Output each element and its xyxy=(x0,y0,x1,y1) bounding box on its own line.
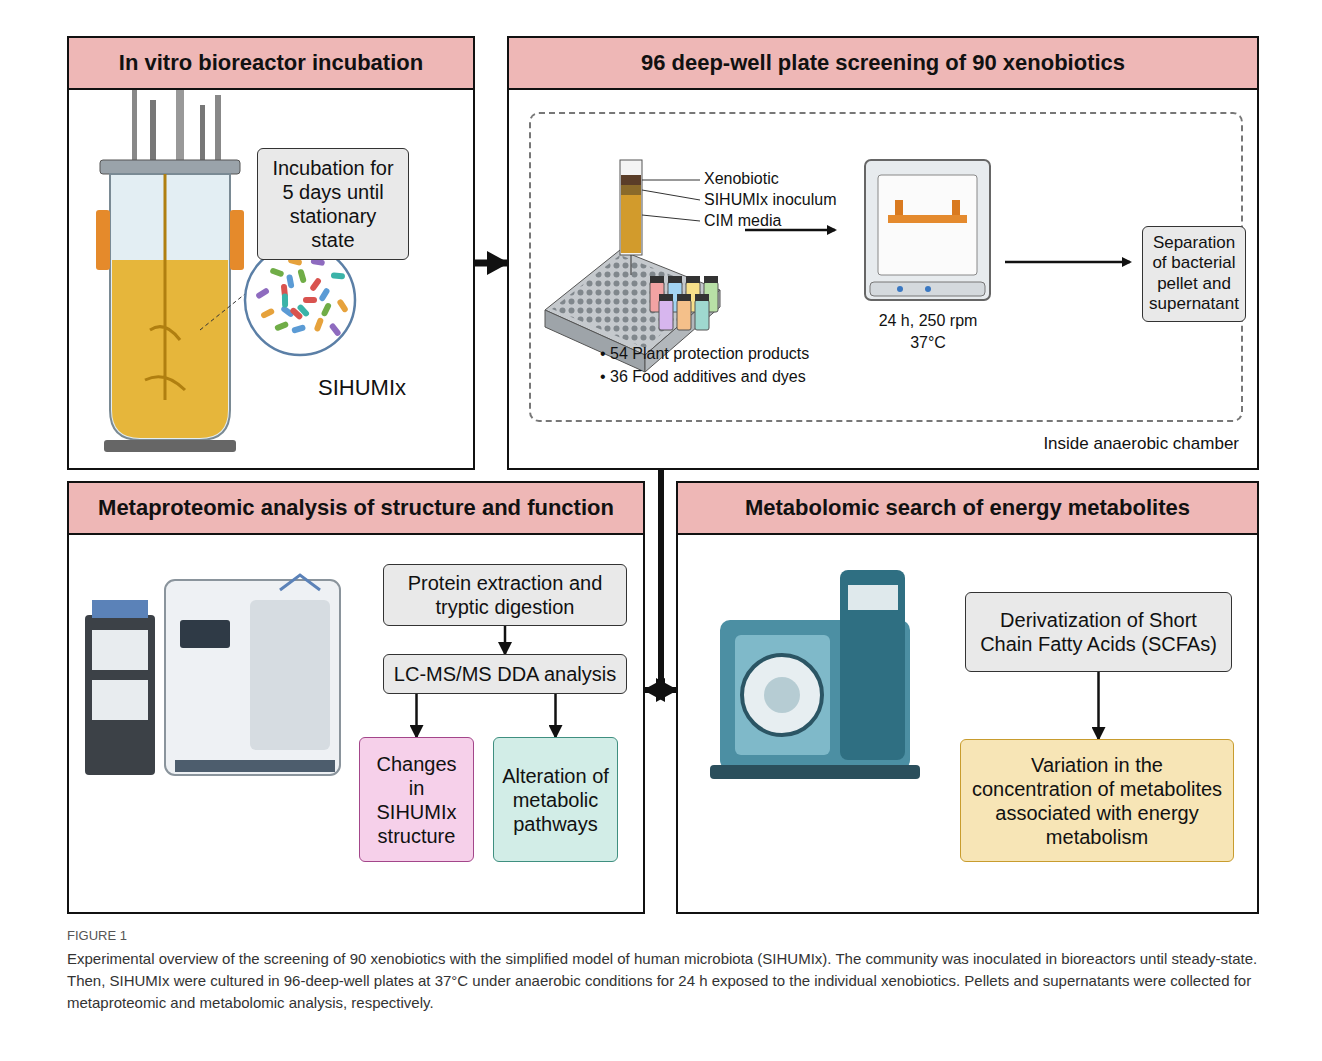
connector-arrow xyxy=(504,626,507,654)
result-box: Changes in SIHUMIx structure xyxy=(359,737,474,862)
incubator xyxy=(865,160,1130,300)
process-box: LC-MS/MS DDA analysis xyxy=(383,654,627,694)
panel-heading: Metabolomic search of energy metabolites xyxy=(678,483,1257,535)
box-text: Derivatization of Short Chain Fatty Acid… xyxy=(974,608,1223,656)
box-text: Separation of bacterial pellet and super… xyxy=(1149,233,1239,315)
list-item: • 36 Food additives and dyes xyxy=(600,368,806,386)
metabolomics-instrument xyxy=(710,570,920,779)
panel: Metabolomic search of energy metabolites… xyxy=(676,481,1259,914)
condition-label: 37°C xyxy=(910,334,946,352)
result-box: Variation in the concentration of metabo… xyxy=(960,739,1234,862)
box-text: Changes in SIHUMIx structure xyxy=(368,752,465,848)
box-text: Alteration of metabolic pathways xyxy=(502,764,609,836)
connector-arrow xyxy=(1097,672,1100,739)
caption: Experimental overview of the screening o… xyxy=(67,948,1259,1013)
community-label: SIHUMIx xyxy=(318,375,406,401)
panel-heading: Metaproteomic analysis of structure and … xyxy=(69,483,643,535)
layer-label: CIM media xyxy=(704,212,781,230)
box-text: LC-MS/MS DDA analysis xyxy=(394,662,616,686)
panel-heading: 96 deep-well plate screening of 90 xenob… xyxy=(509,38,1257,90)
panel-heading: In vitro bioreactor incubation xyxy=(69,38,473,90)
layer-label: Xenobiotic xyxy=(704,170,779,188)
connector-arrow xyxy=(661,470,676,690)
panel: Metaproteomic analysis of structure and … xyxy=(67,481,645,914)
layer-label: SIHUMIx inoculum xyxy=(704,191,836,209)
process-box: Protein extraction and tryptic digestion xyxy=(383,564,627,626)
process-box: Derivatization of Short Chain Fatty Acid… xyxy=(965,592,1232,672)
box-text: Incubation for 5 days until stationary s… xyxy=(266,156,400,252)
connector-arrow xyxy=(554,694,557,737)
list-item: • 54 Plant protection products xyxy=(600,345,809,363)
process-box: Incubation for 5 days until stationary s… xyxy=(257,148,409,260)
connector-arrow xyxy=(415,694,418,737)
lc-ms-instrument xyxy=(85,575,340,775)
region-label: Inside anaerobic chamber xyxy=(1043,434,1239,454)
condition-label: 24 h, 250 rpm xyxy=(879,312,978,330)
panel: 96 deep-well plate screening of 90 xenob… xyxy=(507,36,1259,470)
box-text: Protein extraction and tryptic digestion xyxy=(392,571,618,619)
result-box: Alteration of metabolic pathways xyxy=(493,737,618,862)
bioreactor xyxy=(96,85,355,452)
process-box: Separation of bacterial pellet and super… xyxy=(1142,226,1246,322)
connector-arrow xyxy=(475,260,507,267)
panel: In vitro bioreactor incubationIncubation… xyxy=(67,36,475,470)
box-text: Variation in the concentration of metabo… xyxy=(969,753,1225,849)
figure-number: FIGURE 1 xyxy=(67,928,127,943)
